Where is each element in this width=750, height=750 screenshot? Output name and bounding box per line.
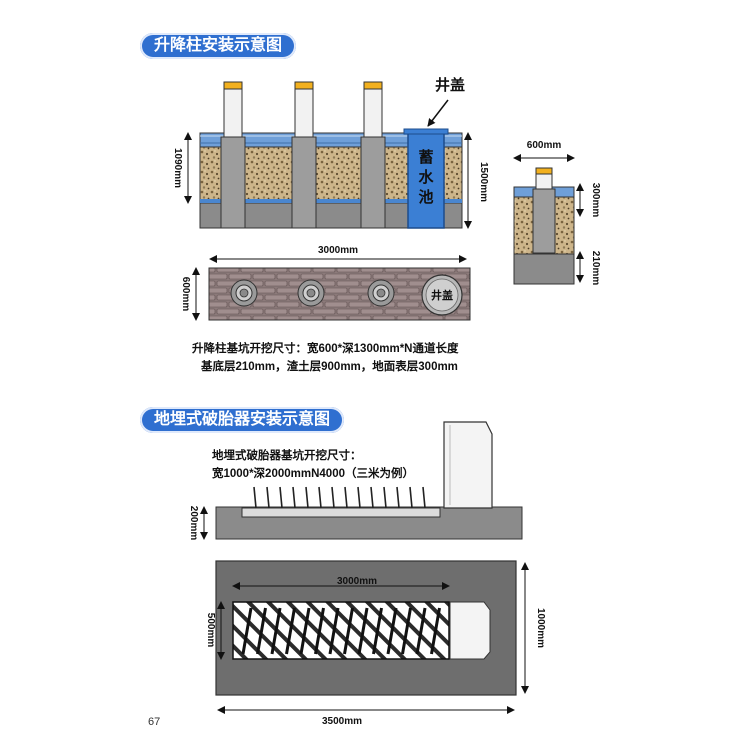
dim-1090-label: 1090mm xyxy=(172,148,183,188)
spike xyxy=(305,486,309,509)
spike-plan xyxy=(328,607,340,655)
spike xyxy=(253,486,257,509)
water-tank xyxy=(407,132,445,229)
bollard-cap xyxy=(535,167,553,175)
spike-base-plate xyxy=(241,507,441,518)
dim-200-label: 200mm xyxy=(188,506,199,541)
tank-label-3: 池 xyxy=(418,188,433,206)
cover-arrow xyxy=(427,99,449,127)
spike xyxy=(279,486,283,509)
tank-label-2: 水 xyxy=(418,168,434,186)
spike xyxy=(409,486,413,509)
spike xyxy=(266,486,270,509)
spike-plan xyxy=(343,607,354,655)
control-box-plan xyxy=(449,601,491,660)
spike-plan xyxy=(256,607,267,655)
spike xyxy=(370,486,374,509)
spike xyxy=(422,486,426,509)
spike-plan xyxy=(386,607,398,655)
spike-area-plan xyxy=(232,601,450,660)
spike-plan xyxy=(430,607,441,655)
dim-3500-label: 3500mm xyxy=(322,716,362,727)
spike-plan xyxy=(285,607,296,655)
tire-killer-side-section xyxy=(215,421,523,540)
spike-plan xyxy=(314,607,325,655)
cover-callout-label: 井盖 xyxy=(435,76,465,94)
dim-300-label: 300mm xyxy=(590,183,601,218)
bollard-cap xyxy=(223,81,243,90)
bollard-1 xyxy=(220,81,246,229)
bollard-plan-1 xyxy=(230,279,258,307)
tank-label-1: 蓄 xyxy=(418,148,433,166)
side-spikes xyxy=(253,486,426,509)
spike-plan xyxy=(270,607,282,655)
spike xyxy=(383,486,387,509)
bollard-cap xyxy=(294,81,314,90)
bollard-2 xyxy=(291,81,317,229)
spike-plan xyxy=(357,607,369,655)
spike xyxy=(357,486,361,509)
section2-title: 地埋式破胎器安装示意图 xyxy=(140,407,345,433)
drain-layer xyxy=(200,199,462,203)
dim-210-label: 210mm xyxy=(590,251,601,286)
section1-spec-line1: 升降柱基坑开挖尺寸：宽600*深1300mm*N通道长度 xyxy=(192,343,459,355)
bollard-plan-2 xyxy=(297,279,325,307)
spike-plan xyxy=(415,607,427,655)
bollard-cross-section xyxy=(513,167,575,285)
dim-500-label: 500mm xyxy=(205,613,216,648)
dim-600-top-label: 600mm xyxy=(527,140,562,151)
plan-spikes xyxy=(241,607,441,655)
bollard-side-section: 蓄 水 池 井盖 xyxy=(199,76,465,229)
spike xyxy=(331,486,335,509)
section2-spec-line1: 地埋式破胎器基坑开挖尺寸： xyxy=(212,450,362,462)
section2-spec-line2: 宽1000*深2000mmN4000（三米为例） xyxy=(212,468,414,480)
section1-title: 升降柱安装示意图 xyxy=(140,33,297,59)
spike xyxy=(344,486,348,509)
page-number: 67 xyxy=(148,716,161,728)
spike-plan xyxy=(372,607,383,655)
tank-cover xyxy=(403,128,449,135)
spike-plan xyxy=(401,607,412,655)
dim-600-left-label: 600mm xyxy=(180,277,191,312)
spike xyxy=(318,486,322,509)
dim-1500-label: 1500mm xyxy=(478,162,489,202)
section1-spec-line2: 基底层210mm，渣土层900mm，地面表层300mm xyxy=(201,361,458,373)
dim-3000-top-label: 3000mm xyxy=(318,245,358,256)
dim-3000-bottom-label: 3000mm xyxy=(337,576,377,587)
dim-1000-label: 1000mm xyxy=(535,608,546,648)
spike xyxy=(396,486,400,509)
manhole-cover xyxy=(421,274,463,316)
manhole-label: 井盖 xyxy=(431,288,453,302)
spike xyxy=(292,486,296,509)
bollard-cap xyxy=(363,81,383,90)
bollard-3 xyxy=(360,81,386,229)
spike-plan xyxy=(299,607,311,655)
spike-plan xyxy=(241,607,253,655)
control-box xyxy=(443,421,493,509)
bollard-plan-3 xyxy=(367,279,395,307)
